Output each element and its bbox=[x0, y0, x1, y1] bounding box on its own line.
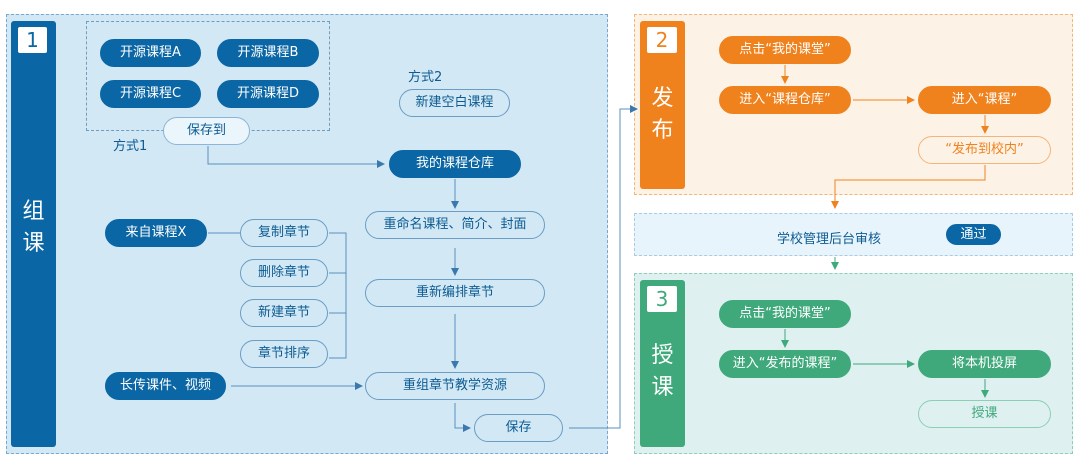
click-my-class-3[interactable]: 点击“我的课堂” bbox=[719, 300, 851, 328]
click-my-class[interactable]: 点击“我的课堂” bbox=[719, 36, 851, 64]
stage3-title-char: 课 bbox=[651, 375, 674, 400]
method2-label: 方式2 bbox=[408, 70, 443, 85]
stage2-sidebar: 2 发布 bbox=[640, 21, 685, 189]
stage3-number: 3 bbox=[647, 286, 677, 312]
delete-chapter[interactable]: 删除章节 bbox=[240, 259, 328, 287]
stage2-number: 2 bbox=[647, 27, 677, 53]
upload-files[interactable]: 长传课件、视频 bbox=[105, 372, 226, 400]
copy-chapter[interactable]: 复制章节 bbox=[240, 219, 328, 247]
stage3-title-char: 授 bbox=[651, 343, 674, 368]
open-course-b[interactable]: 开源课程B bbox=[217, 39, 319, 67]
from-course-x[interactable]: 来自课程X bbox=[105, 219, 207, 247]
rearrange-chapters[interactable]: 重新编排章节 bbox=[365, 279, 545, 307]
pass-badge: 通过 bbox=[946, 224, 1001, 245]
stage1-number: 1 bbox=[18, 27, 47, 53]
rename-course[interactable]: 重命名课程、简介、封面 bbox=[365, 211, 545, 239]
new-chapter[interactable]: 新建章节 bbox=[240, 299, 328, 327]
review-text: 学校管理后台审核 bbox=[777, 232, 882, 247]
new-blank-course[interactable]: 新建空白课程 bbox=[399, 89, 510, 117]
open-course-a[interactable]: 开源课程A bbox=[100, 39, 201, 67]
stage1-title-char: 课 bbox=[22, 231, 45, 256]
enter-course[interactable]: 进入“课程” bbox=[918, 86, 1051, 114]
stage1-title-char: 组 bbox=[22, 199, 45, 224]
open-course-d[interactable]: 开源课程D bbox=[217, 80, 319, 108]
teach-button[interactable]: 授课 bbox=[918, 400, 1051, 428]
my-course-repo[interactable]: 我的课程仓库 bbox=[389, 150, 521, 178]
regroup-resources[interactable]: 重组章节教学资源 bbox=[365, 372, 545, 400]
open-course-c[interactable]: 开源课程C bbox=[100, 80, 201, 108]
enter-published-course[interactable]: 进入“发布的课程” bbox=[719, 350, 851, 378]
cast-screen[interactable]: 将本机投屏 bbox=[918, 350, 1051, 378]
stage2-title-char: 布 bbox=[651, 118, 674, 143]
save-to-button[interactable]: 保存到 bbox=[163, 117, 250, 145]
method1-label: 方式1 bbox=[113, 139, 148, 154]
stage2-title-char: 发 bbox=[651, 86, 674, 111]
enter-course-repo[interactable]: 进入“课程仓库” bbox=[719, 86, 851, 114]
sort-chapters[interactable]: 章节排序 bbox=[240, 340, 328, 368]
save-button[interactable]: 保存 bbox=[474, 414, 563, 442]
publish-to-school[interactable]: “发布到校内” bbox=[918, 136, 1051, 164]
stage3-sidebar: 3 授课 bbox=[640, 280, 685, 447]
stage1-sidebar: 1 组课 bbox=[11, 21, 56, 447]
